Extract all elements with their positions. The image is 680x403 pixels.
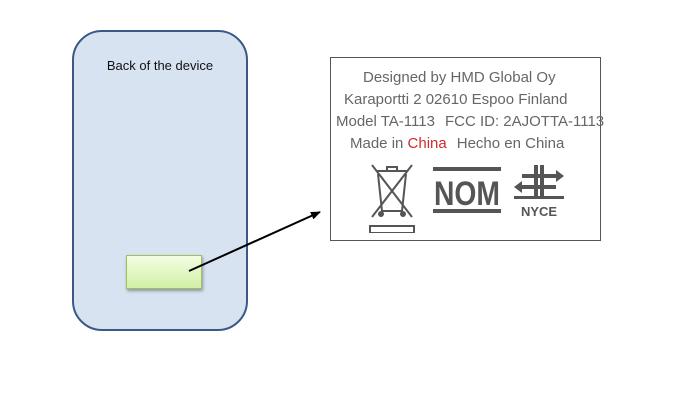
regulatory-label: Designed by HMD Global Oy Karaportti 2 0… — [330, 57, 604, 241]
nom-logo-icon: NOM — [433, 167, 501, 213]
crossed-out-bin-icon — [369, 164, 415, 233]
hecho-en-text: Hecho en China — [456, 135, 565, 152]
nyce-logo-icon: NYCE — [514, 165, 564, 219]
model-text: Model TA-1113 — [336, 113, 435, 130]
origin-line: Made in China Hecho en China — [331, 135, 620, 153]
device-title: Back of the device — [106, 58, 214, 73]
model-fcc-line: Model TA-1113 FCC ID: 2AJOTTA-1113 — [331, 113, 606, 131]
made-in-text: Made in — [350, 135, 404, 152]
country-text: China — [407, 135, 447, 152]
nyce-logo-text: NYCE — [521, 204, 557, 219]
label-location-marker — [126, 255, 202, 289]
fcc-text: FCC ID: 2AJOTTA-1113 — [444, 113, 605, 130]
designer-line: Designed by HMD Global Oy — [363, 69, 556, 86]
nom-logo-text: NOM — [434, 175, 500, 213]
address-line: Karaportti 2 02610 Espoo Finland — [344, 91, 568, 108]
